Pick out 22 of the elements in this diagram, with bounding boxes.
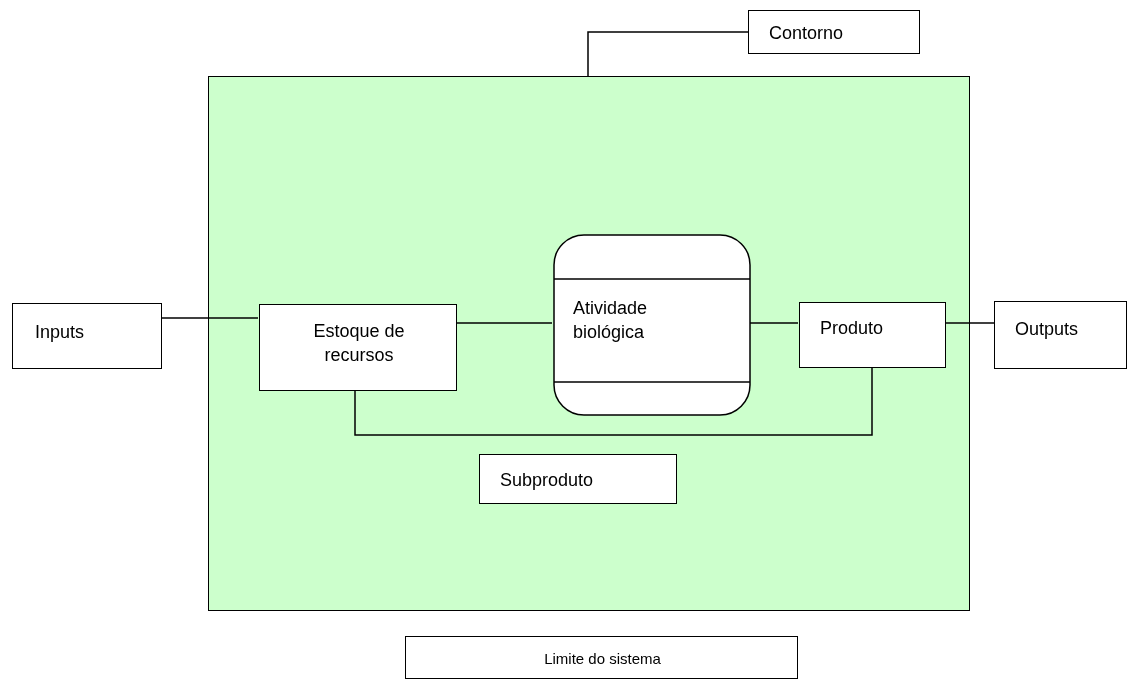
box-label: Subproduto xyxy=(500,469,595,492)
node-label: Atividade biológica xyxy=(573,297,649,344)
process-box xyxy=(994,301,1127,369)
label-box xyxy=(479,454,677,504)
box-label: Contorno xyxy=(769,22,845,45)
node-label: Estoque de recursos xyxy=(312,320,406,367)
label-box xyxy=(748,10,920,54)
connector-line xyxy=(944,322,995,324)
node-label: Inputs xyxy=(35,321,86,344)
node-label: Outputs xyxy=(1015,318,1080,341)
process-box xyxy=(259,304,457,391)
connector-line xyxy=(354,366,873,436)
node-label: Produto xyxy=(820,317,885,340)
process-box xyxy=(799,302,946,368)
activity-shape xyxy=(553,234,751,416)
process-box xyxy=(12,303,162,369)
leader-line xyxy=(587,31,749,77)
label-box xyxy=(405,636,798,679)
connector-line xyxy=(161,317,259,319)
box-label: Limite do sistema xyxy=(543,649,662,669)
system-boundary-box xyxy=(208,76,970,611)
connector-line xyxy=(455,322,553,324)
